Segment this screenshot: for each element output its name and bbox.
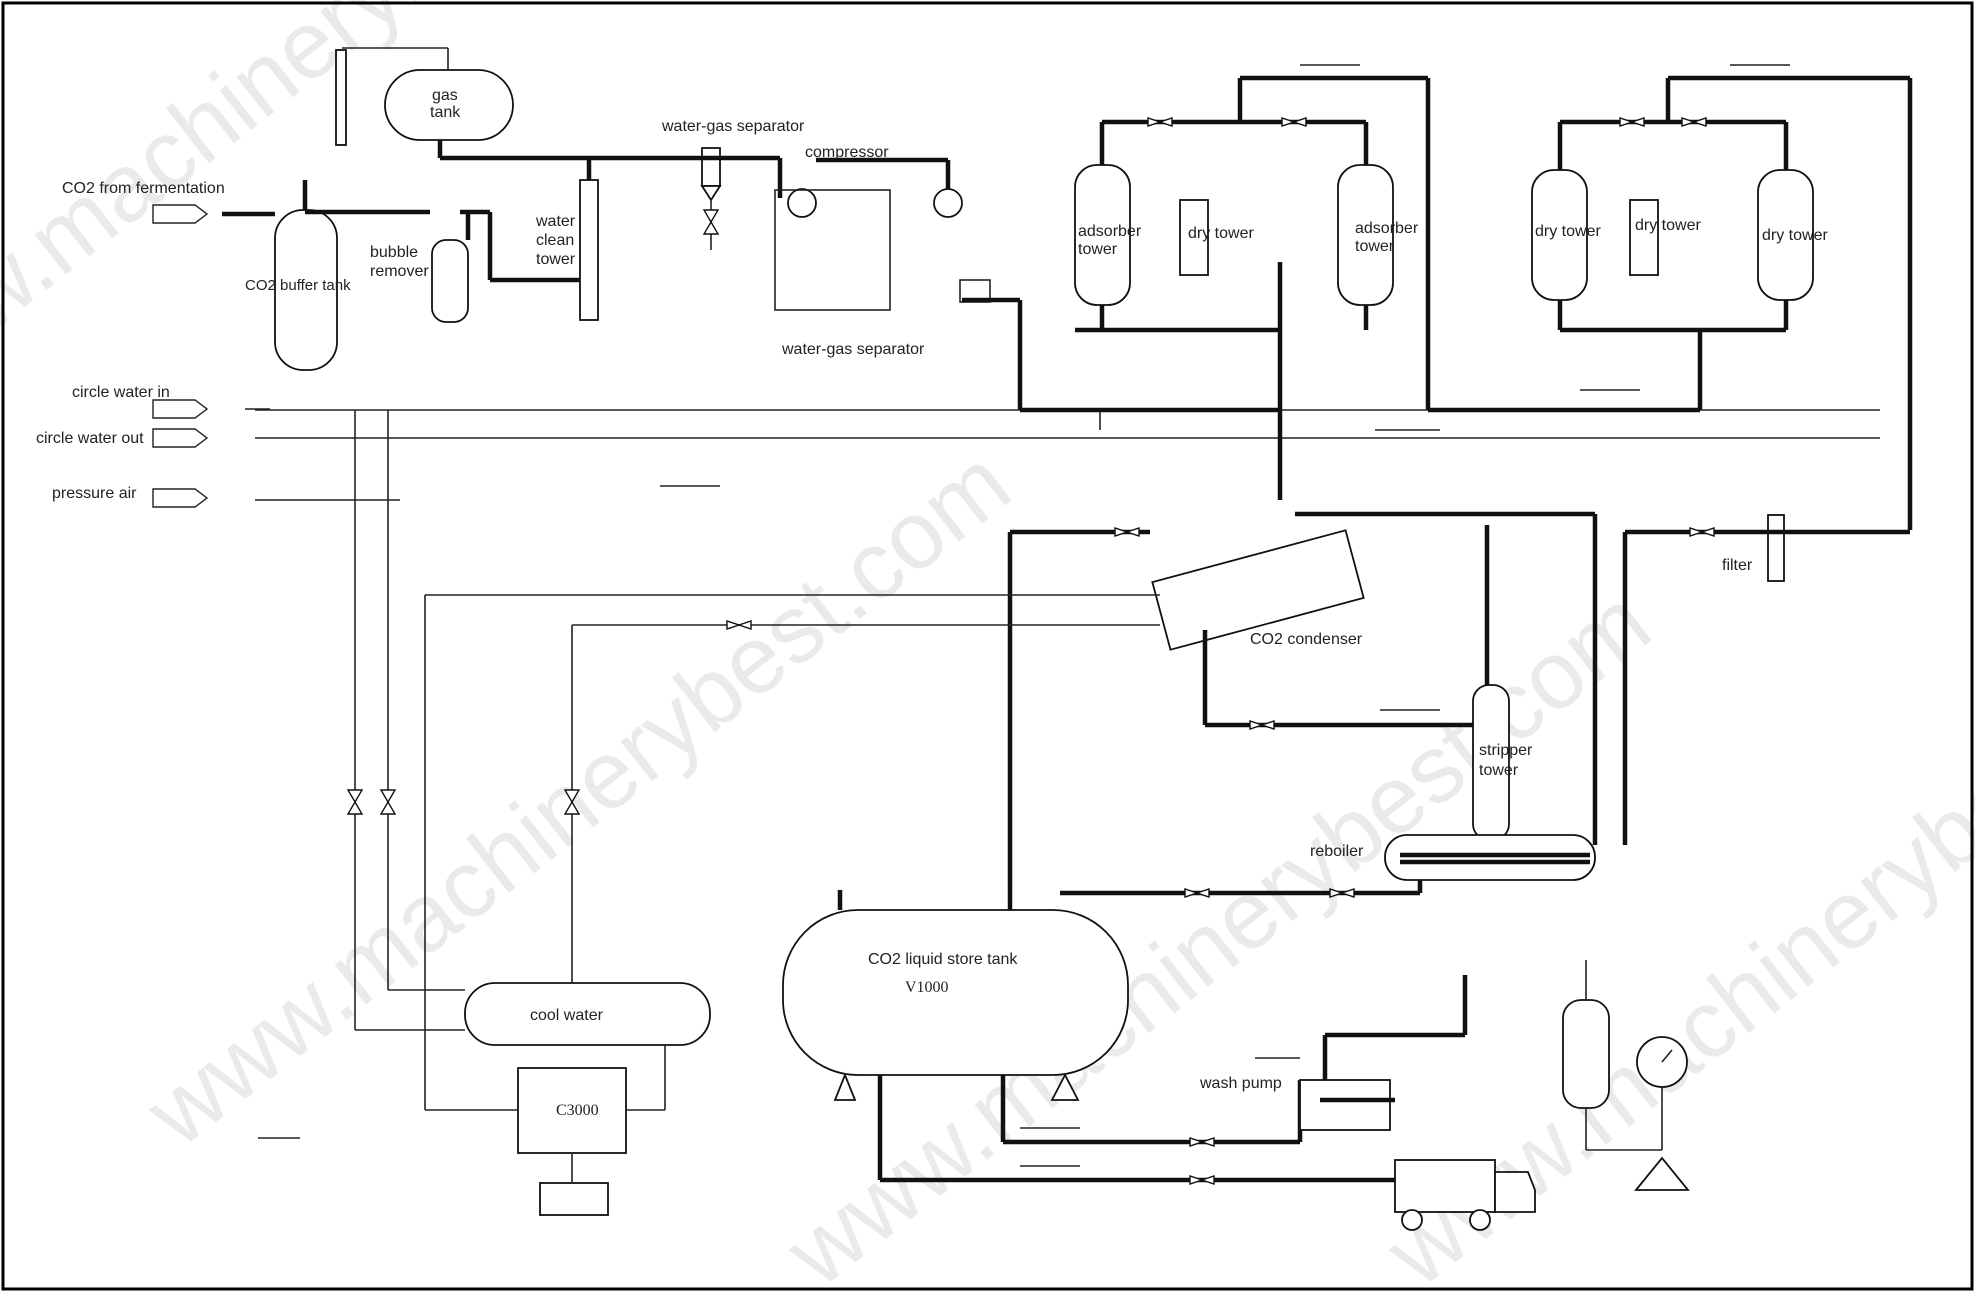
label-co2-liquid-store-tank: CO2 liquid store tank (868, 951, 1018, 968)
compressor-unit: compressor water-gas separator (774, 144, 1280, 413)
label-water-gas-separator-top: water-gas separator (661, 118, 805, 135)
label-adsorber-tower-right-1: adsorber (1355, 220, 1419, 237)
label-water-gas-separator-bottom: water-gas separator (781, 341, 925, 358)
bubble-remover: bubble remover (370, 209, 490, 323)
gas-tank: gas tank (335, 47, 620, 161)
water-clean-tower: water clean tower (487, 158, 599, 321)
label-tank-tag: V1000 (905, 979, 949, 996)
label-water-clean-tower-2: clean (536, 232, 574, 249)
label-bubble-remover-2: remover (370, 263, 429, 280)
dry-tower-group-2: dry tower dry tower dry tower (1531, 75, 1913, 530)
label-stripper-tower-2: tower (1479, 762, 1519, 779)
label-dry-tower-2: dry tower (1635, 217, 1701, 234)
inlet-circle-water-in: circle water in (72, 384, 270, 419)
label-co2-from-fermentation: CO2 from fermentation (62, 180, 225, 197)
inlet-co2-fermentation: CO2 from fermentation (62, 180, 275, 224)
label-adsorber-tower-right-2: tower (1355, 238, 1395, 255)
valve-symbols (346, 117, 1715, 1185)
co2-condenser: CO2 condenser (425, 511, 1598, 890)
label-cool-water: cool water (530, 1007, 604, 1024)
label-compressor: compressor (805, 144, 889, 161)
label-adsorber-tower-left-1: adsorber (1078, 223, 1142, 240)
inlet-circle-water-out: circle water out (36, 428, 209, 448)
label-circle-water-in: circle water in (72, 384, 170, 401)
gas-cylinder (1562, 960, 1690, 1191)
watermark-1: www.machinerybest.com (0, 0, 730, 437)
tanker-truck (1394, 1159, 1536, 1231)
co2-liquid-store-tank: CO2 liquid store tank V1000 (782, 890, 1395, 1183)
label-co2-condenser: CO2 condenser (1250, 631, 1363, 648)
label-stripper-tower-1: stripper (1479, 742, 1533, 759)
co2-buffer-tank: CO2 buffer tank (245, 180, 430, 371)
label-dry-tower-4: dry tower (1762, 227, 1828, 244)
label-water-clean-tower-3: tower (536, 251, 576, 268)
label-filter: filter (1722, 557, 1753, 574)
label-water-clean-tower-1: water (535, 213, 576, 230)
water-gas-separator-top: water-gas separator (620, 118, 805, 250)
stripper-tower-reboiler: stripper tower reboiler (1060, 684, 1596, 896)
wash-pump: wash pump (1199, 975, 1468, 1131)
label-wash-pump: wash pump (1199, 1075, 1282, 1092)
label-gas-tank-2: tank (430, 104, 461, 121)
chiller-unit: C3000 (258, 595, 627, 1216)
label-adsorber-tower-left-2: tower (1078, 241, 1118, 258)
inlet-pressure-air: pressure air (52, 485, 209, 508)
filter-unit: filter (1622, 514, 1910, 845)
label-co2-buffer-tank: CO2 buffer tank (245, 277, 351, 294)
utility-headers (255, 409, 1880, 501)
pipe-tags-decor (660, 64, 1790, 1167)
label-reboiler: reboiler (1310, 843, 1364, 860)
label-dry-tower-3: dry tower (1535, 223, 1601, 240)
label-bubble-remover-1: bubble (370, 244, 418, 261)
label-chiller-tag: C3000 (556, 1102, 599, 1119)
adsorber-dryer-group-1: adsorber tower dry tower adsorber tower (1074, 75, 1700, 500)
label-dry-tower-1: dry tower (1188, 225, 1254, 242)
label-gas-tank-1: gas (432, 87, 458, 104)
label-circle-water-out: circle water out (36, 430, 144, 447)
label-pressure-air: pressure air (52, 485, 137, 502)
